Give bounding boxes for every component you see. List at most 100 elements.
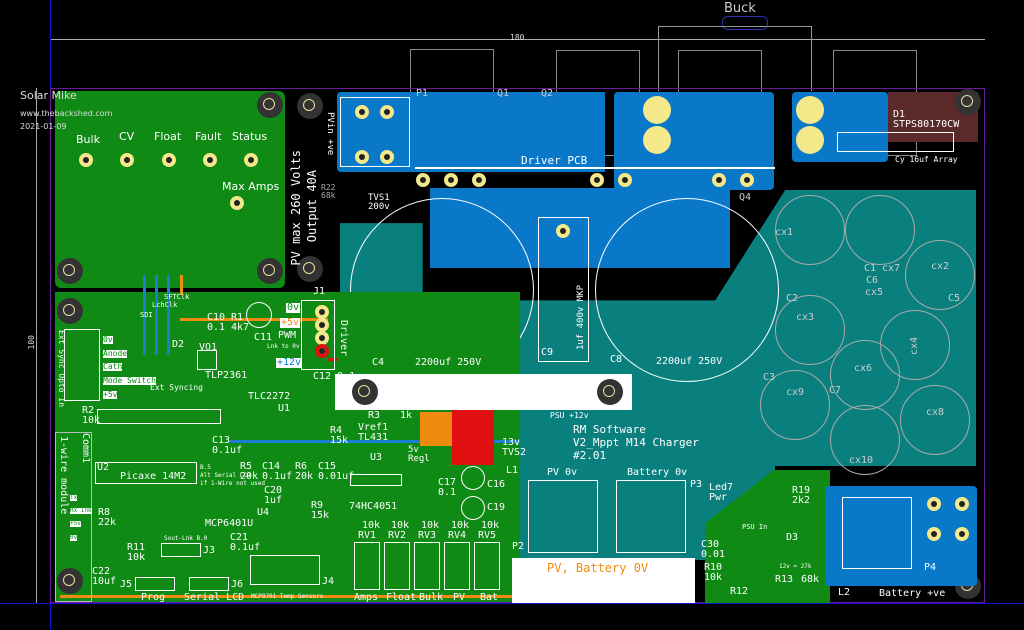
pot-ref: RV5 — [478, 530, 497, 541]
pot-name: Float — [386, 592, 417, 603]
label-d3: D3 — [786, 532, 799, 543]
label-d1-part: STPS80170CW — [893, 119, 960, 130]
dimension-line-left — [36, 88, 37, 603]
battery-pad — [955, 527, 969, 541]
pvin-pad — [380, 150, 394, 164]
pot-value: 10k — [481, 520, 500, 531]
label-r11: R11 10k — [127, 542, 146, 563]
led-label-float: Float — [154, 130, 182, 143]
opto-pin-anode: Anode — [103, 349, 128, 358]
label-mcp6401: MCP6401U — [205, 518, 254, 529]
led-pad-float — [162, 153, 176, 167]
label-c10: C10 0.1 — [207, 312, 226, 333]
label-d2: D2 — [172, 339, 185, 350]
label-lchclk: LchClk — [152, 301, 178, 309]
opto-pin-0v: 0v — [103, 335, 113, 344]
label-led7: Led7 Pwr — [709, 482, 734, 503]
optocoupler-vo1 — [197, 350, 217, 370]
battery-positive-copper — [825, 486, 977, 586]
dimension-line-top — [50, 39, 985, 40]
mux-chip — [350, 474, 402, 486]
pot-rv5 — [474, 542, 500, 590]
label-5v-regulator: 5v Regl — [408, 445, 430, 464]
mosfet-pad — [416, 173, 430, 187]
label-vo1: VO1 — [199, 342, 218, 353]
label-p1: P1 — [416, 88, 429, 99]
control-board — [55, 292, 520, 602]
pot-rv2 — [384, 542, 410, 590]
mosfet-pad — [618, 173, 632, 187]
label-battery-positive: Battery +ve — [879, 588, 946, 599]
label-c4: C4 — [372, 357, 385, 368]
mosfet-pad — [590, 173, 604, 187]
j6-serial-lcd-connector — [189, 577, 229, 591]
mounting-hole — [57, 258, 83, 284]
label-74hc4051: 74HC4051 — [349, 501, 398, 512]
comm-pin-0v: 0v — [70, 534, 78, 541]
trace — [60, 595, 520, 598]
battery-0v-terminal — [616, 480, 686, 553]
label-c5: C5 — [948, 293, 961, 304]
j4-temp-connector — [250, 555, 320, 585]
c9-outline — [538, 217, 589, 362]
mounting-hole — [352, 379, 378, 405]
capacitor-cx — [845, 195, 915, 265]
label-l1: L1 — [506, 465, 519, 476]
label-c1: C1 — [864, 263, 877, 274]
label-cx6: cx6 — [854, 363, 873, 374]
driver-pin — [315, 305, 329, 319]
label-cx9: cx9 — [786, 387, 805, 398]
capacitor-cx — [775, 295, 845, 365]
pot-ref: RV2 — [388, 530, 407, 541]
label-c8-value: 2200uf 250V — [656, 356, 723, 367]
software-build: #2.01 — [573, 449, 607, 462]
dimension-width: 180 — [510, 33, 525, 42]
capacitor-c16 — [461, 466, 485, 490]
label-12v-note: 12v = 27k — [779, 563, 812, 570]
label-temp-sensors: MCP9701 Temp Sensors — [251, 593, 324, 600]
driver-pin — [315, 331, 329, 345]
buck-wire — [658, 26, 812, 91]
opto-pin-5v: +5v — [103, 390, 118, 399]
driver-pin-pwm: PWM — [278, 330, 297, 341]
label-sout-lnk: Sout-Lnk B.0 — [164, 535, 208, 542]
mounting-hole — [955, 89, 981, 115]
label-b5: B.5 — [200, 464, 211, 471]
led-label-fault: Fault — [195, 130, 222, 143]
driver-pcb-label: Driver PCB — [521, 154, 588, 167]
pv-battery-banner — [512, 558, 695, 603]
label-q1: Q1 — [497, 88, 510, 99]
label-1wire-module: 1-wire module — [58, 436, 69, 515]
buck-label: Buck — [724, 1, 756, 16]
label-alt-serial: Alt Serial LCD — [200, 472, 251, 479]
trace-red — [328, 358, 338, 361]
label-c2: C2 — [786, 293, 799, 304]
led-pad-status — [244, 153, 258, 167]
pot-name: PV — [453, 592, 466, 603]
pvin-pad — [355, 105, 369, 119]
capacitor-cx — [830, 340, 900, 410]
label-sdi: SDI — [140, 311, 153, 319]
label-c4-value: 2200uf 250V — [415, 357, 482, 368]
pot-rv4 — [444, 542, 470, 590]
label-cx4: cx4 — [909, 337, 920, 356]
label-d1: D1 — [893, 109, 906, 120]
pot-value: 10k — [421, 520, 440, 531]
label-c16: C16 — [487, 479, 506, 490]
label-cx7: cx7 — [882, 263, 901, 274]
driver-pcb-line — [415, 167, 775, 169]
label-r13-value: 68k — [801, 574, 820, 585]
mounting-hole — [57, 568, 83, 594]
label-r9: R9 15k — [311, 500, 330, 521]
capacitor-cx — [760, 370, 830, 440]
label-c9-value: 1uf 400v MKP — [576, 285, 586, 351]
label-r6: R6 20k — [295, 461, 314, 482]
battery-pad — [927, 527, 941, 541]
label-if-1wire: if 1-Wire not used — [200, 480, 266, 487]
capacitor-cx — [905, 240, 975, 310]
battery-pad — [927, 497, 941, 511]
label-u1: U1 — [278, 403, 291, 414]
pv-battery-0v-label: PV, Battery 0V — [547, 561, 649, 575]
picaxe-chip — [95, 462, 197, 484]
battery-positive-terminal — [842, 497, 912, 569]
